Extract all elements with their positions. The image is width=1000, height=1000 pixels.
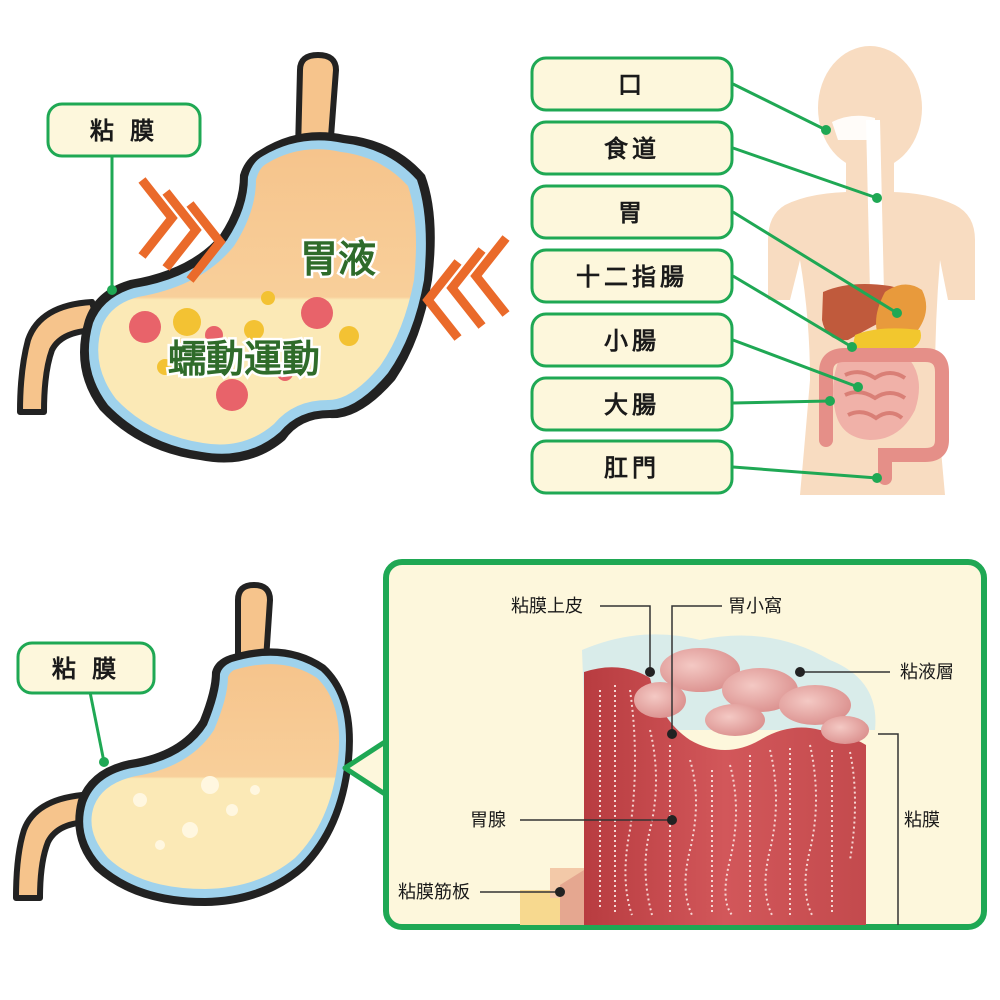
top-mucosa-label: 粘 膜 [90, 117, 158, 145]
organ-small-intestine-label: 小腸 [604, 327, 660, 355]
tissue-block [520, 634, 876, 925]
peristalsis-arrows-left [138, 177, 226, 283]
organ-stomach: 胃 [530, 184, 898, 315]
label-mucosa: 粘膜 [904, 810, 940, 831]
organ-large-intestine: 大腸 [530, 376, 831, 432]
label-mucus-layer: 粘液層 [900, 662, 954, 683]
label-gastric-pit: 胃小窩 [728, 596, 782, 617]
gastric-juice-label: 胃液 [300, 237, 376, 281]
bottom-mucosa-callout: 粘 膜 [16, 641, 156, 767]
label-muscularis-mucosae: 粘膜筋板 [398, 882, 470, 903]
organ-small-intestine: 小腸 [530, 312, 859, 389]
organ-label-list: 口 食道 胃 十二指腸 小腸 大腸 肛門 [530, 56, 898, 495]
organ-anus-label: 肛門 [604, 454, 660, 482]
bottom-mucosa-label: 粘 膜 [52, 655, 120, 683]
label-gastric-gland: 胃腺 [470, 810, 506, 831]
organ-anus: 肛門 [530, 439, 878, 495]
peristalsis-arrows-right [422, 235, 510, 341]
peristalsis-label: 蠕動運動 [168, 337, 320, 381]
label-epithelium: 粘膜上皮 [511, 596, 583, 617]
organ-duodenum: 十二指腸 [530, 248, 853, 349]
mucosa-zoom-panel: 粘膜上皮 胃小窩 粘液層 胃腺 粘膜 粘膜筋板 [342, 559, 987, 930]
organ-esophagus-label: 食道 [604, 135, 660, 163]
organ-stomach-label: 胃 [618, 199, 646, 227]
organ-mouth-label: 口 [618, 71, 646, 99]
top-stomach-illustration [17, 52, 435, 463]
organ-large-intestine-label: 大腸 [604, 391, 660, 419]
bottom-stomach-illustration [13, 582, 353, 906]
body-digestive-system [768, 46, 975, 495]
top-mucosa-callout: 粘 膜 [46, 102, 202, 295]
tissue-labels [480, 605, 899, 925]
organ-esophagus: 食道 [530, 120, 878, 200]
organ-duodenum-label: 十二指腸 [576, 263, 688, 291]
organ-mouth: 口 [530, 56, 827, 132]
